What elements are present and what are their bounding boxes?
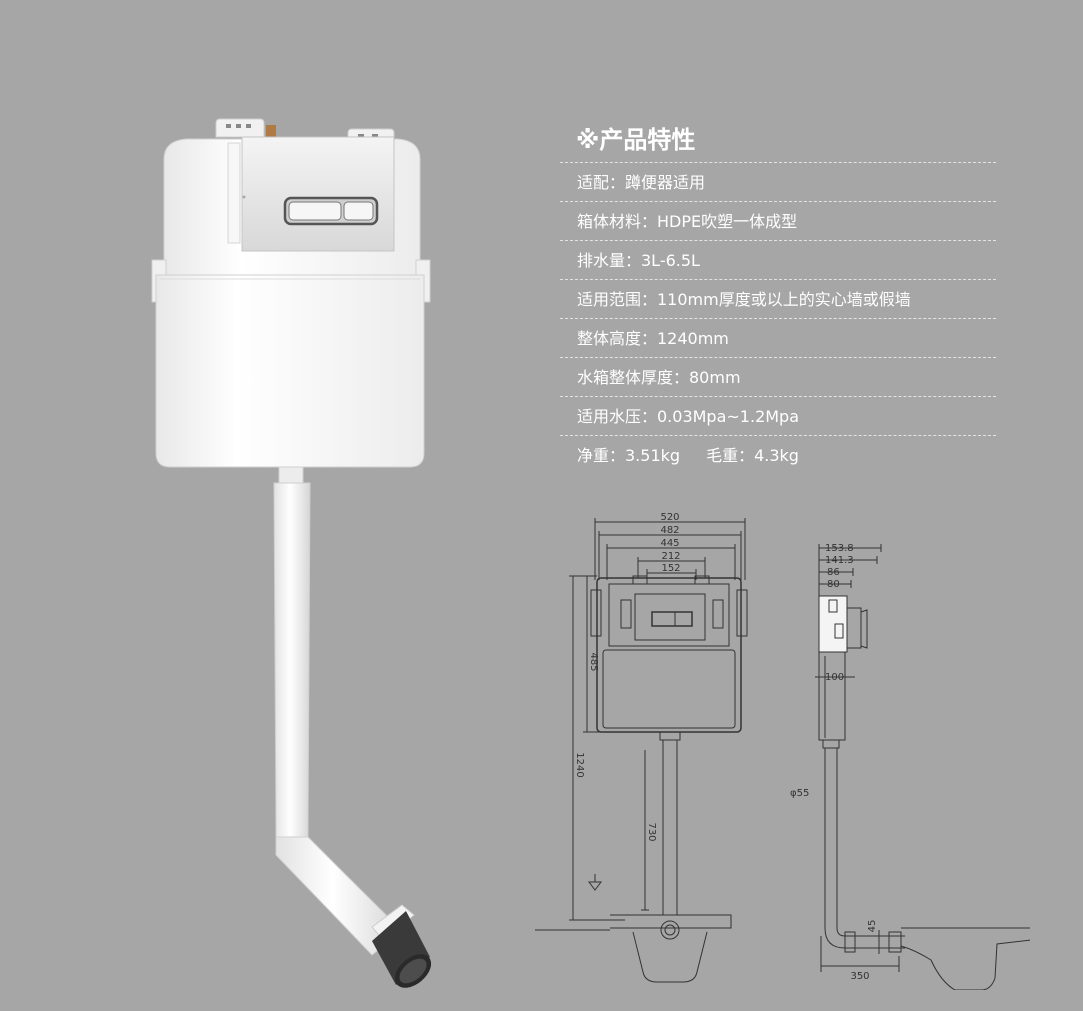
dim-80: 80 xyxy=(827,579,840,590)
dim-212: 212 xyxy=(661,551,680,562)
dim-86: 86 xyxy=(827,567,840,578)
spec-row-fit: 适配：蹲便器适用 xyxy=(560,163,996,202)
net-weight: 净重：3.51kg xyxy=(577,446,681,465)
dim-445: 445 xyxy=(660,538,679,549)
front-view-drawing: 520 482 445 212 152 485 1240 730 xyxy=(535,512,748,983)
dim-45: 45 xyxy=(867,920,878,933)
dim-730: 730 xyxy=(646,822,657,841)
spec-list: ※产品特性 适配：蹲便器适用 箱体材料：HDPE吹塑一体成型 排水量：3L-6.… xyxy=(560,118,996,474)
spec-row-pressure: 适用水压：0.03Mpa~1.2Mpa xyxy=(560,397,996,436)
dim-152: 152 xyxy=(661,563,680,574)
product-photo xyxy=(151,118,432,988)
dim-485: 485 xyxy=(588,652,599,671)
spec-row-weight: 净重：3.51kg 毛重：4.3kg xyxy=(560,436,996,474)
spec-title: ※产品特性 xyxy=(560,118,996,163)
dim-153-8: 153.8 xyxy=(825,543,854,554)
dim-482: 482 xyxy=(660,525,679,536)
dim-100: 100 xyxy=(825,672,844,683)
spec-row-height: 整体高度：1240mm xyxy=(560,319,996,358)
spec-row-thickness: 水箱整体厚度：80mm xyxy=(560,358,996,397)
spec-row-material: 箱体材料：HDPE吹塑一体成型 xyxy=(560,202,996,241)
spec-row-scope: 适用范围：110mm厚度或以上的实心墙或假墙 xyxy=(560,280,996,319)
side-view-drawing: 153.8 141.3 86 80 100 φ55 45 350 xyxy=(790,543,1030,990)
spec-row-flush-volume: 排水量：3L-6.5L xyxy=(560,241,996,280)
dim-1240: 1240 xyxy=(574,752,585,777)
dim-350: 350 xyxy=(850,971,869,982)
dim-phi-55: φ55 xyxy=(790,788,809,799)
gross-weight: 毛重：4.3kg xyxy=(706,446,799,465)
dim-520: 520 xyxy=(660,512,679,523)
dim-141-3: 141.3 xyxy=(825,555,854,566)
